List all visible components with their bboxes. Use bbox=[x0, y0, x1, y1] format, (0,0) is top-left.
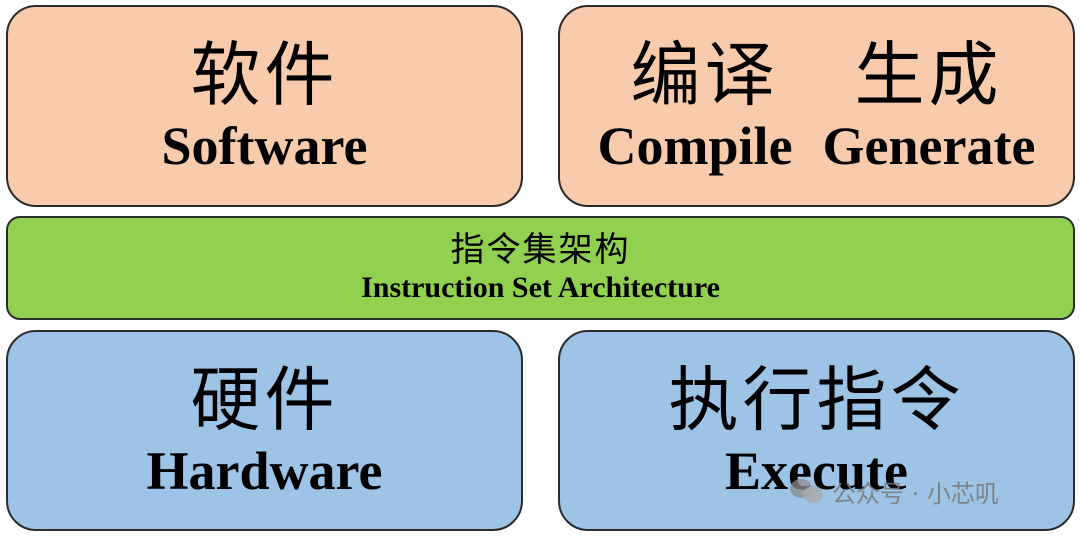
isa-en-label: Instruction Set Architecture bbox=[361, 271, 720, 304]
generate-zh-label: 生成 bbox=[854, 34, 1003, 116]
hardware-en-label: Hardware bbox=[146, 440, 383, 501]
compile-generate-en-row: Compile Generate bbox=[598, 115, 1036, 177]
wechat-icon bbox=[790, 477, 824, 507]
compile-en-label: Compile bbox=[597, 116, 793, 176]
isa-zh-label: 指令集架构 bbox=[450, 230, 631, 270]
compile-zh-label: 编译 bbox=[630, 34, 779, 116]
software-en-label: Software bbox=[161, 116, 368, 176]
compile-generate-box: 编译 生成 Compile Generate bbox=[558, 5, 1075, 207]
hardware-box: 硬件 Hardware bbox=[6, 330, 523, 531]
watermark: 公众号 · 小芯叽 bbox=[790, 474, 999, 509]
hardware-zh-label: 硬件 bbox=[190, 358, 339, 441]
isa-band: 指令集架构 Instruction Set Architecture bbox=[6, 216, 1075, 320]
software-zh-label: 软件 bbox=[190, 34, 339, 116]
software-box: 软件 Software bbox=[6, 5, 523, 207]
generate-en-label: Generate bbox=[822, 116, 1036, 176]
watermark-text: 公众号 · 小芯叽 bbox=[832, 480, 999, 508]
execute-zh-label: 执行指令 bbox=[668, 358, 965, 441]
compile-generate-zh-row: 编译 生成 bbox=[631, 35, 1003, 115]
